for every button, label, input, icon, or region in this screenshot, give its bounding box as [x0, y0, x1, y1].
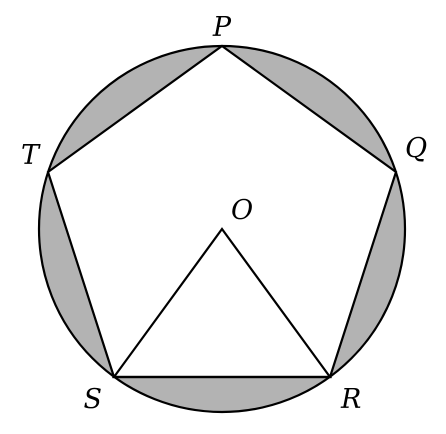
label-R: R — [340, 384, 361, 415]
triangle-ORS — [111, 227, 333, 379]
label-Q: Q — [405, 133, 427, 164]
label-O: O — [231, 195, 253, 226]
label-P: P — [212, 12, 232, 43]
label-S: S — [84, 384, 103, 415]
label-T: T — [21, 140, 41, 171]
